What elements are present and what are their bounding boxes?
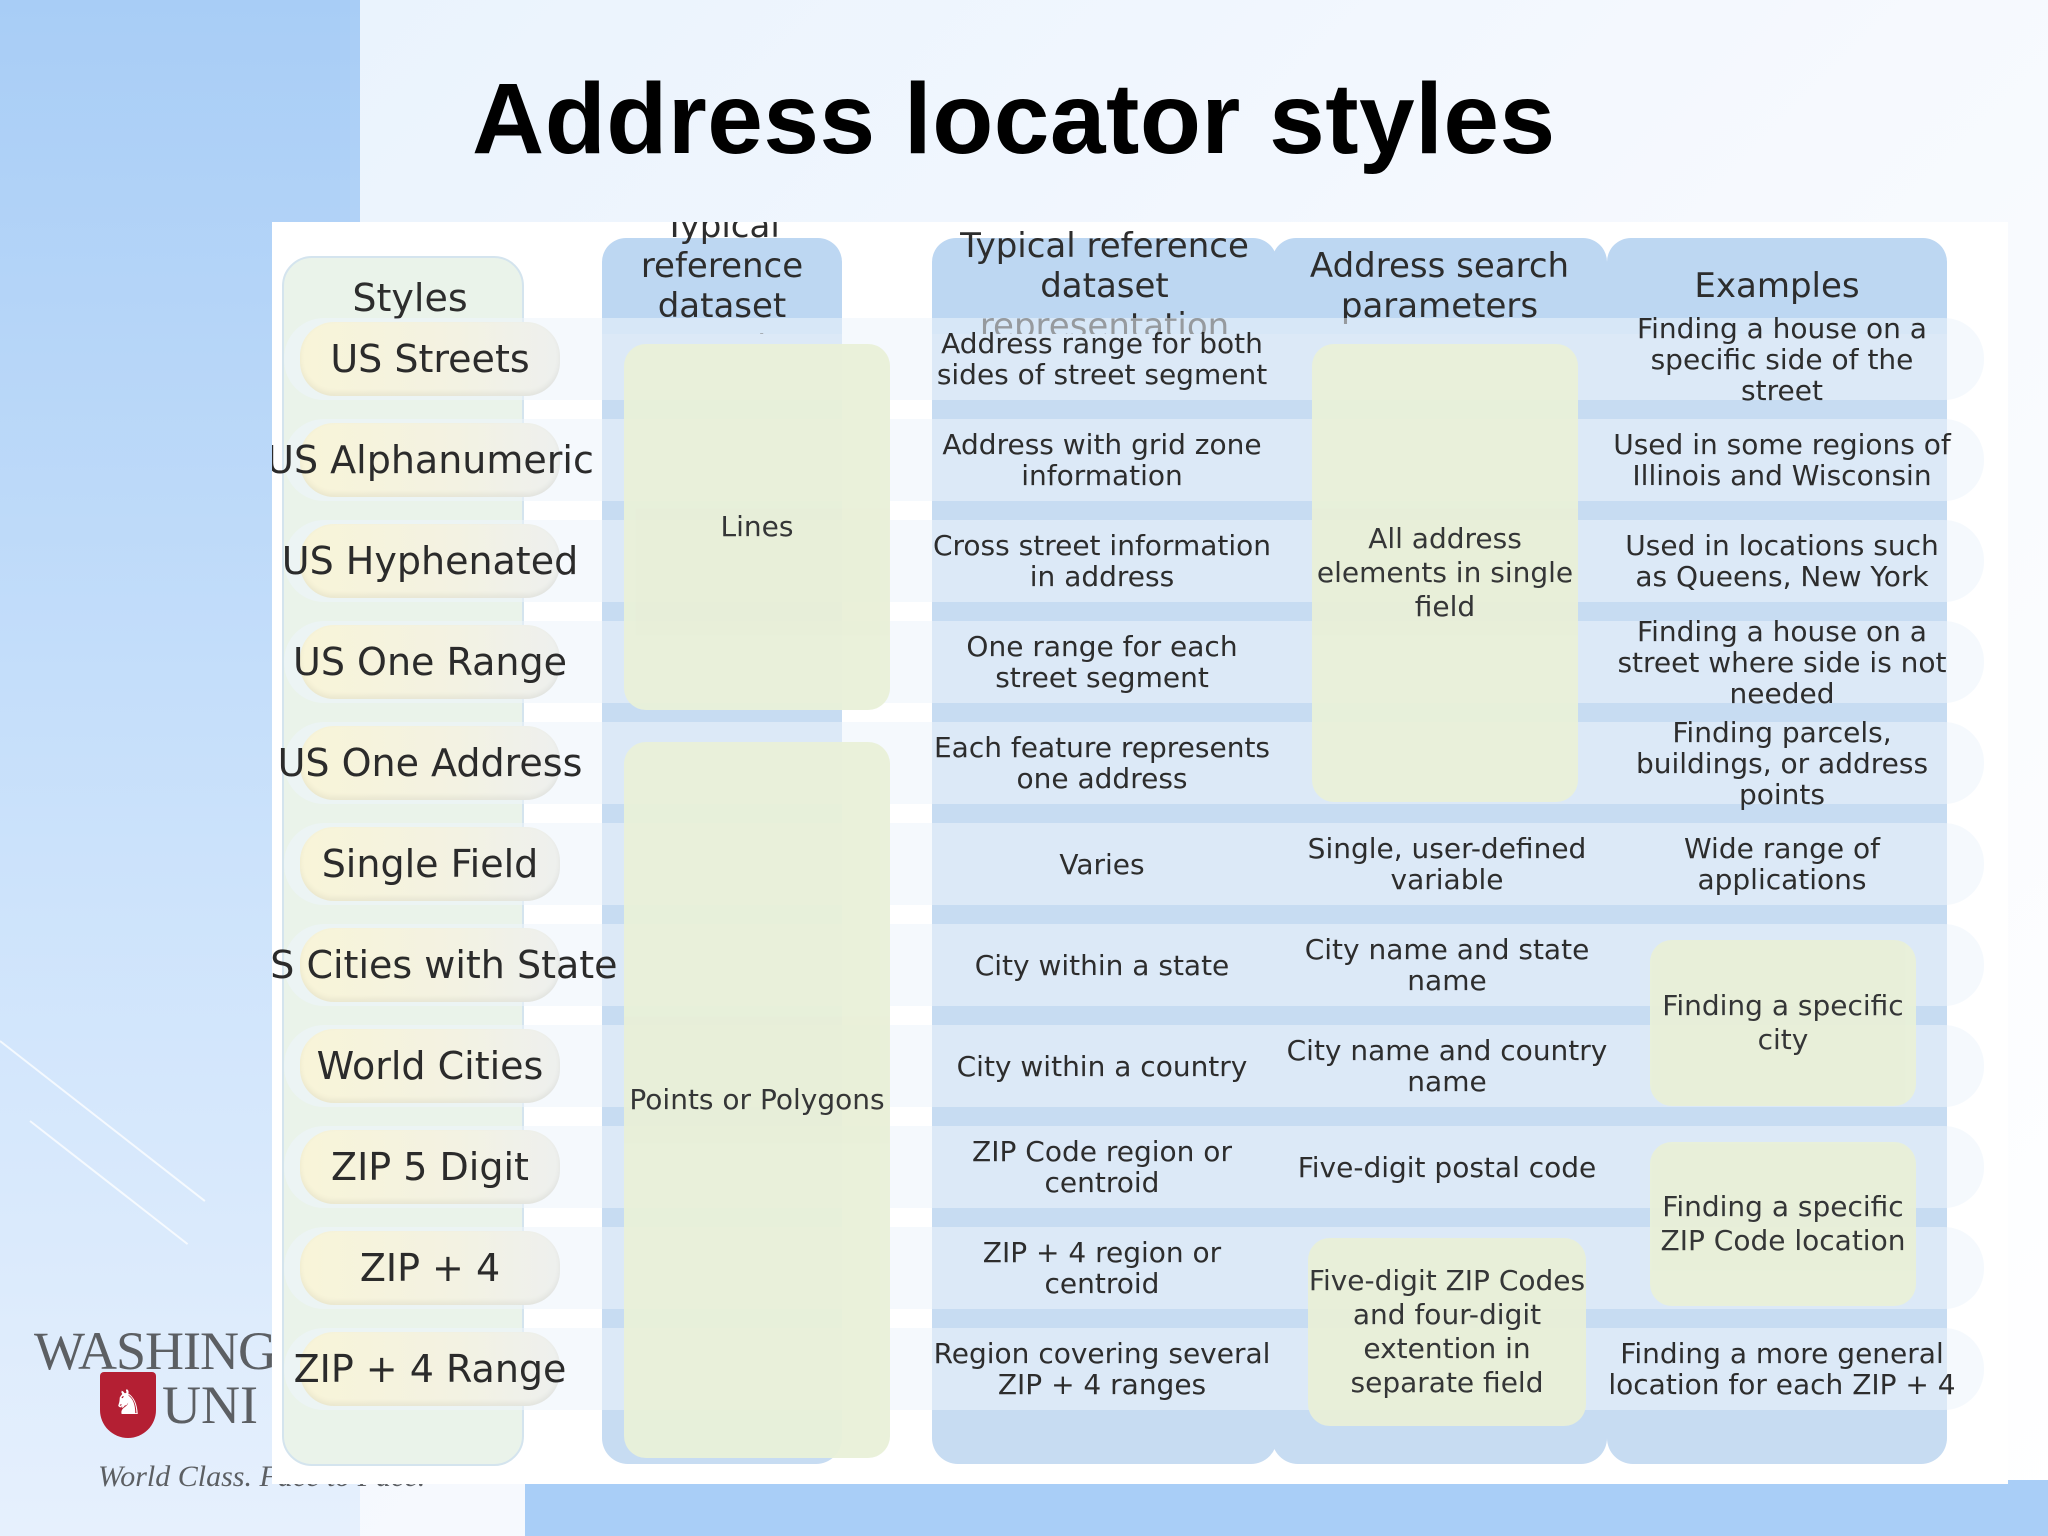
search-cell: City name and state name xyxy=(1304,933,1590,997)
table-row xyxy=(284,520,1984,602)
example-cell: Used in some regions of Illinois and Wis… xyxy=(1613,428,1951,492)
style-name-cell: ZIP + 4 Range xyxy=(294,1332,566,1406)
example-cell: Finding a house on a specific side of th… xyxy=(1637,311,1927,407)
background-bottom-band xyxy=(525,1480,2048,1536)
representation-cell: One range for each street segment xyxy=(966,630,1238,694)
representation-cell: City within a country xyxy=(956,1049,1248,1083)
style-name-cell: US One Range xyxy=(293,625,567,699)
logo-wordmark-bottom: UNI xyxy=(162,1375,258,1435)
search-all-cell: All address elements in single field xyxy=(1312,344,1578,802)
style-name-cell: US One Address xyxy=(278,726,582,800)
example-cell: Used in locations such as Queens, New Yo… xyxy=(1625,529,1939,593)
representation-cell: Cross street information in address xyxy=(932,529,1272,593)
table-row xyxy=(284,318,1984,400)
style-name-cell: US Alphanumeric xyxy=(272,423,594,497)
representation-cell: ZIP + 4 region or centroid xyxy=(982,1236,1222,1300)
representation-cell: Each feature represents one address xyxy=(933,731,1271,795)
table-row xyxy=(284,722,1984,804)
style-name-cell: US Cities with State xyxy=(272,928,618,1002)
style-name-cell: Single Field xyxy=(300,827,560,901)
search-cell: City name and country name xyxy=(1286,1034,1608,1098)
table-row xyxy=(284,621,1984,703)
style-name-cell: ZIP 5 Digit xyxy=(300,1130,560,1204)
representation-cell: Address with grid zone information xyxy=(942,428,1262,492)
representation-cell: City within a state xyxy=(974,948,1230,982)
locator-styles-table: Typical reference dataset geometry Typic… xyxy=(272,222,2008,1484)
example-cell: Wide range of applications xyxy=(1683,832,1881,896)
representation-cell: Address range for both sides of street s… xyxy=(936,327,1268,391)
university-logo: WASHINGT ♞ UNI World Class. Face to Face… xyxy=(30,1320,425,1500)
geometry-points-cell: Points or Polygons xyxy=(624,742,890,1458)
example-cell: Finding a house on a street where side i… xyxy=(1617,614,1947,710)
search-cell: Single, user-defined variable xyxy=(1307,832,1587,896)
representation-cell: Varies xyxy=(1059,847,1145,881)
style-name-cell: US Streets xyxy=(300,322,560,396)
style-name-cell: ZIP + 4 xyxy=(300,1231,560,1305)
representation-cell: ZIP Code region or centroid xyxy=(972,1135,1232,1199)
search-cell: Five-digit postal code xyxy=(1297,1150,1597,1184)
header-styles: Styles xyxy=(352,276,468,320)
table-row xyxy=(284,1328,1984,1410)
slide-title: Address locator styles xyxy=(472,63,1556,175)
example-city-cell: Finding a specific city xyxy=(1650,940,1916,1106)
logo-wordmark-top: WASHINGT xyxy=(34,1321,309,1381)
style-name-cell: US Hyphenated xyxy=(282,524,578,598)
example-cell: Finding parcels, buildings, or address p… xyxy=(1635,715,1929,811)
search-zip4-cell: Five-digit ZIP Codes and four-digit exte… xyxy=(1308,1238,1586,1426)
table-row xyxy=(284,823,1984,905)
table-row xyxy=(284,419,1984,501)
example-cell: Finding a more general location for each… xyxy=(1608,1337,1956,1401)
style-name-cell: World Cities xyxy=(300,1029,560,1103)
geometry-lines-cell: Lines xyxy=(624,344,890,710)
representation-cell: Region covering several ZIP + 4 ranges xyxy=(933,1337,1271,1401)
cougar-shield-icon: ♞ xyxy=(100,1372,156,1438)
example-zip-cell: Finding a specific ZIP Code location xyxy=(1650,1142,1916,1306)
